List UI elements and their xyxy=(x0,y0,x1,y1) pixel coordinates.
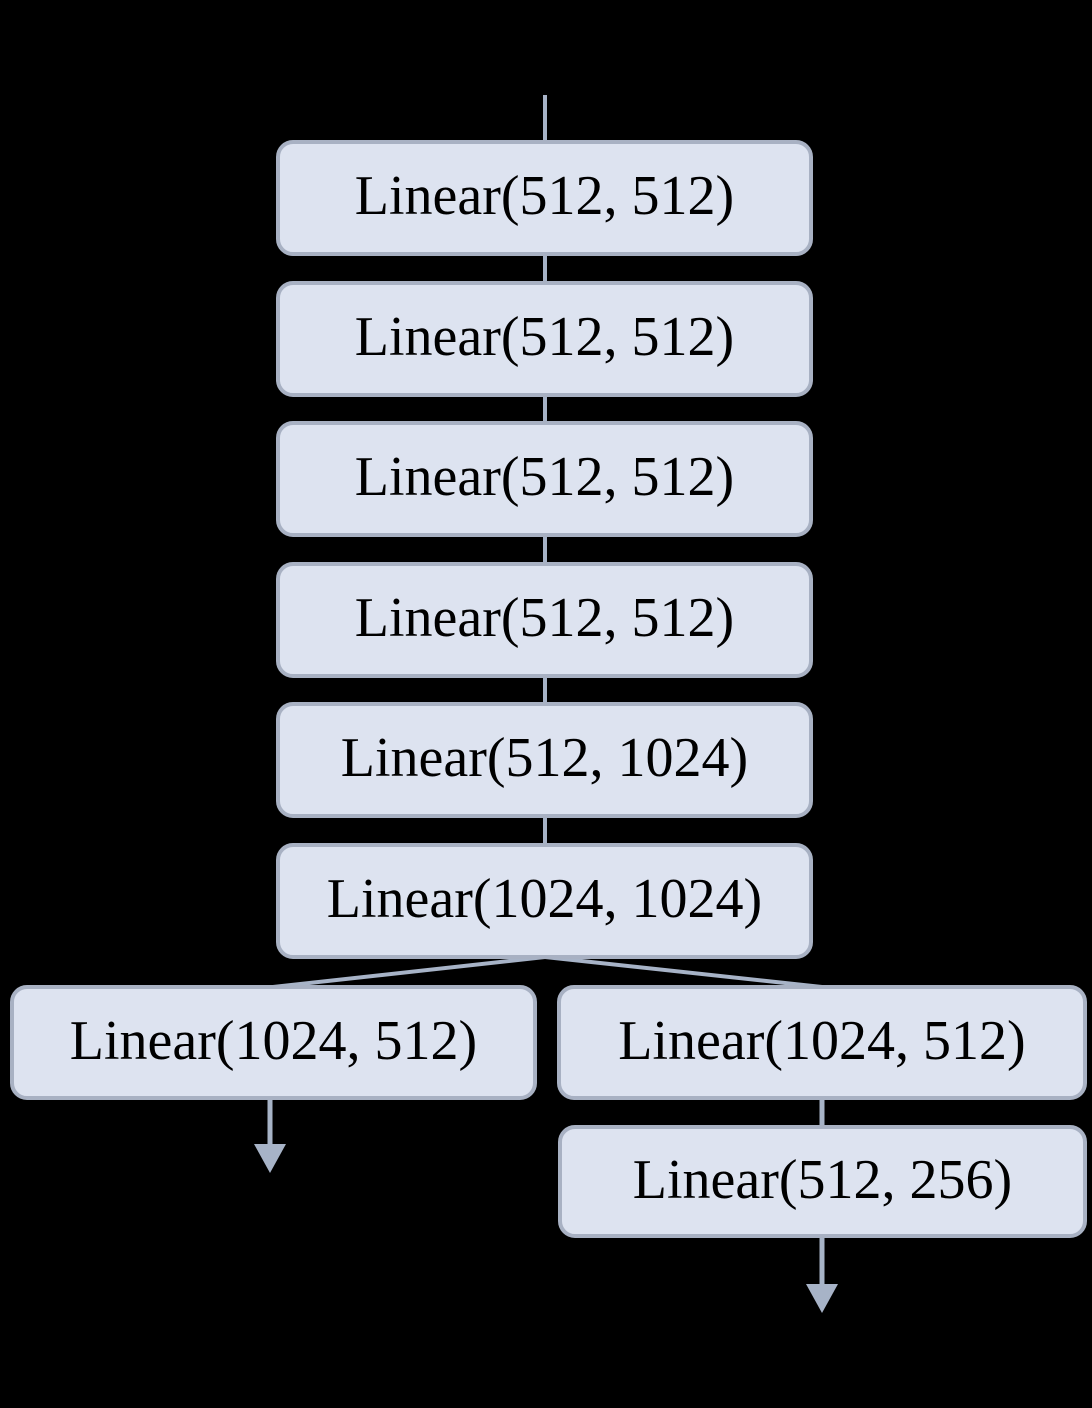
connector-line-branch-left xyxy=(272,955,546,989)
node-label: Linear(512, 256) xyxy=(632,1148,1013,1211)
node-linear-3: Linear(512, 512) xyxy=(276,421,813,537)
node-label: Linear(512, 512) xyxy=(354,306,735,368)
node-linear-4: Linear(512, 512) xyxy=(276,562,813,678)
node-label: Linear(512, 512) xyxy=(354,587,735,649)
node-linear-2: Linear(512, 512) xyxy=(276,281,813,397)
node-linear-1: Linear(512, 512) xyxy=(276,140,813,256)
arrowhead-down-icon xyxy=(806,1284,838,1313)
connector-line-branch-right xyxy=(544,955,823,989)
node-label: Linear(512, 1024) xyxy=(340,727,749,789)
node-label: Linear(512, 512) xyxy=(354,446,735,508)
node-label: Linear(1024, 512) xyxy=(69,1009,478,1072)
arrowhead-down-icon xyxy=(254,1144,286,1173)
node-label: Linear(1024, 1024) xyxy=(326,868,763,930)
node-linear-6: Linear(1024, 1024) xyxy=(276,843,813,959)
node-linear-branch-left: Linear(1024, 512) xyxy=(10,985,537,1100)
node-linear-branch-right: Linear(1024, 512) xyxy=(557,985,1087,1100)
node-label: Linear(512, 512) xyxy=(354,165,735,227)
node-linear-branch-right-2: Linear(512, 256) xyxy=(558,1125,1087,1238)
node-linear-5: Linear(512, 1024) xyxy=(276,702,813,818)
node-label: Linear(1024, 512) xyxy=(618,1009,1026,1072)
